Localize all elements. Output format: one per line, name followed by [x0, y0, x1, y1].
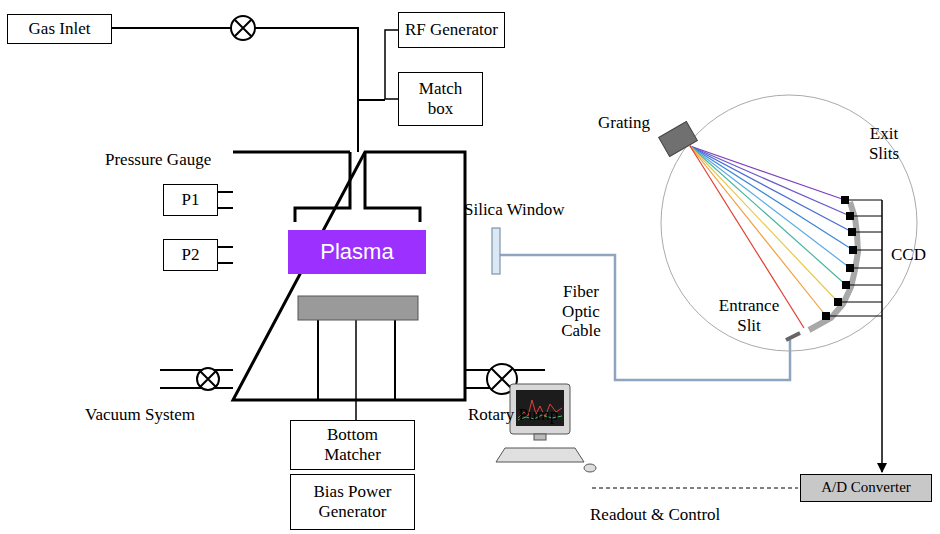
- top-electrode: [295, 152, 420, 222]
- part-label: Vacuum System: [85, 405, 195, 425]
- matcher-box: Match box: [398, 72, 483, 126]
- generator-box: RF Generator: [398, 12, 505, 48]
- readout-link: [592, 488, 798, 489]
- source-box: Gas Inlet: [7, 14, 112, 44]
- ccd-to-adc: [881, 330, 883, 472]
- silica-window: [492, 228, 500, 274]
- node-text: Bias Power Generator: [305, 482, 400, 521]
- part-label: Grating: [598, 113, 650, 133]
- grating: [659, 121, 698, 156]
- part-label: Silica Window: [464, 200, 565, 220]
- node-text: Match box: [416, 79, 466, 118]
- part-label: Fiber Optic Cable: [550, 282, 612, 341]
- connector-line: [385, 30, 398, 99]
- chamber-wall: [233, 152, 465, 400]
- converter-box: A/D Converter: [800, 474, 932, 502]
- part-label: Pressure Gauge: [105, 150, 211, 170]
- part-label: CCD: [891, 245, 926, 265]
- fiber-optic-cable: [500, 255, 790, 380]
- part-label: Exit Slits: [860, 124, 908, 163]
- part-label: Readout & Control: [590, 505, 720, 525]
- gauge-box: P2: [163, 239, 218, 271]
- plasma-region: Plasma: [288, 230, 426, 274]
- gas-line: [112, 16, 385, 152]
- bottom-electrode: [298, 296, 418, 420]
- node-text: RF Generator: [405, 20, 498, 40]
- node-text: Plasma: [320, 239, 393, 264]
- matcher-box: Bottom Matcher: [290, 420, 415, 470]
- node-text: P1: [182, 190, 200, 210]
- node-text: Gas Inlet: [29, 19, 91, 39]
- vacuum-valve: [160, 368, 233, 390]
- node-text: P2: [182, 245, 200, 265]
- part-label: Entrance Slit: [710, 296, 788, 335]
- node-text: A/D Converter: [821, 479, 911, 496]
- node-text: Bottom Matcher: [313, 425, 393, 464]
- gauge-ports: [218, 192, 233, 263]
- entrance-slit: [786, 333, 800, 340]
- gauge-box: P1: [163, 184, 218, 216]
- generator-box: Bias Power Generator: [290, 474, 415, 530]
- computer-icon: [496, 384, 596, 472]
- part-label: Rotary Pump: [468, 405, 558, 425]
- ccd-wires: [822, 196, 882, 330]
- rowland-circle: [661, 95, 917, 351]
